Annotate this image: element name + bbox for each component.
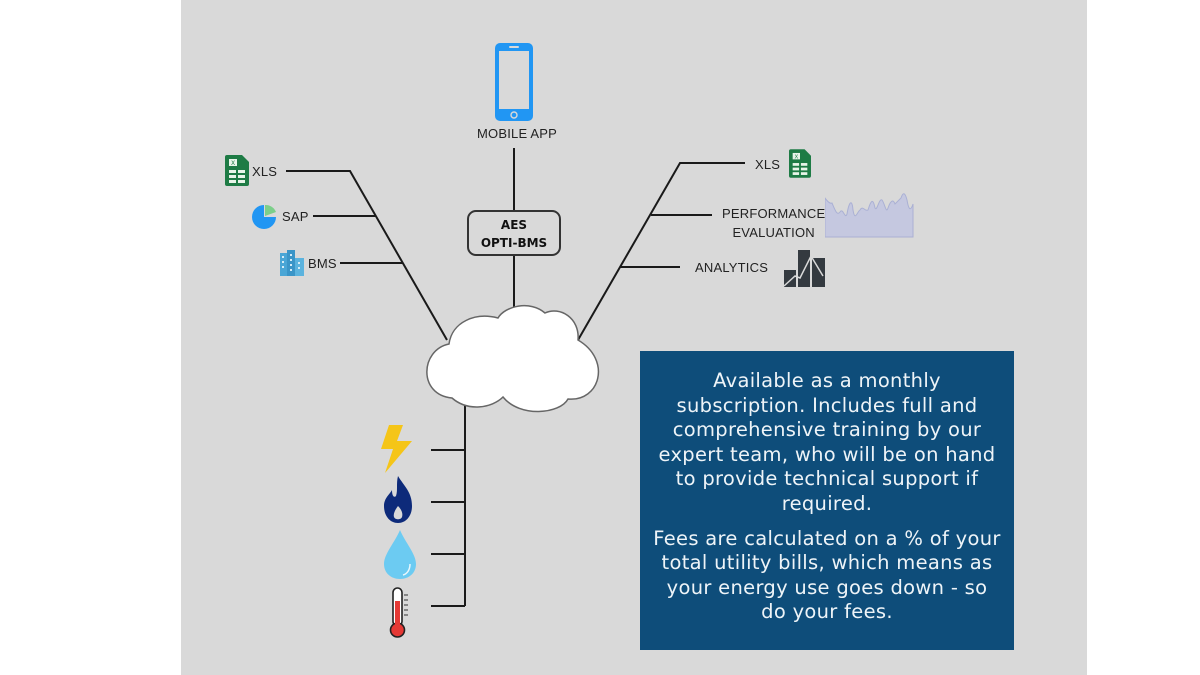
performance-label-line2: EVALUATION (732, 225, 815, 240)
svg-text:X: X (794, 154, 798, 160)
subscription-info-box: Available as a monthly subscription. Inc… (640, 351, 1014, 650)
spreadsheet-icon: X (789, 149, 811, 178)
aes-opti-bms-hub: AES OPTI-BMS (467, 210, 561, 256)
pie-chart-icon (252, 204, 276, 229)
info-paragraph-subscription: Available as a monthly subscription. Inc… (658, 369, 996, 515)
left-sap-label: SAP (282, 209, 309, 224)
bar-line-chart-icon (783, 250, 825, 287)
smartphone-icon (495, 43, 533, 121)
left-bms-label: BMS (308, 256, 337, 271)
svg-text:X: X (231, 160, 235, 167)
hub-line2: OPTI-BMS (480, 236, 548, 250)
spreadsheet-icon: X (225, 155, 249, 186)
lightning-icon (381, 425, 412, 473)
performance-evaluation-label: PERFORMANCE EVALUATION (722, 204, 825, 242)
thermometer-icon (389, 587, 408, 638)
analytics-label: ANALYTICS (695, 260, 769, 275)
info-paragraph-fees: Fees are calculated on a % of your total… (653, 526, 1001, 624)
left-xls-label: XLS (252, 164, 278, 179)
performance-label-line1: PERFORMANCE (722, 206, 826, 221)
connector-left-trunk (286, 170, 448, 341)
flame-icon (384, 476, 412, 523)
buildings-icon (280, 250, 304, 276)
connector-right-trunk (577, 162, 745, 341)
hub-line1: AES (500, 218, 528, 232)
water-drop-icon (384, 530, 416, 579)
cloud-icon (426, 304, 600, 413)
area-chart-icon (825, 193, 914, 238)
mobile-app-label: MOBILE APP (477, 126, 558, 141)
right-xls-label: XLS (755, 157, 781, 172)
